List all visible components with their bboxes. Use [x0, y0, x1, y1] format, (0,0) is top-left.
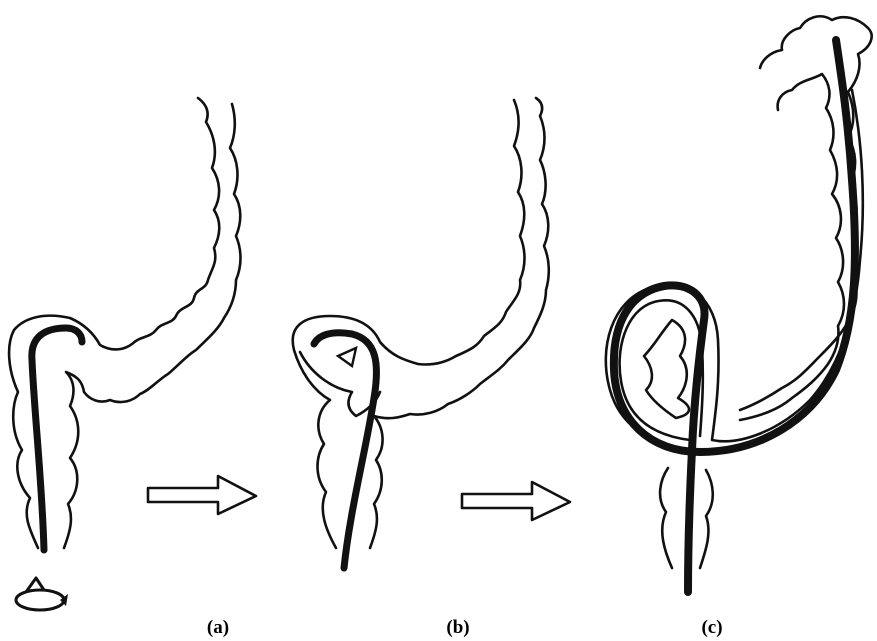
panel-c: [606, 16, 872, 592]
panel-c-label: (c): [701, 617, 722, 638]
progression-arrow-1: [148, 476, 256, 514]
panel-c-rectum-right: [700, 470, 713, 568]
progression-arrow-2: [462, 482, 570, 520]
panel-c-colonoscope: [614, 40, 855, 592]
panel-b-scope-tip: [338, 348, 356, 366]
panel-b-colon-outline: [293, 100, 525, 548]
panel-b-label: (b): [446, 617, 469, 638]
panel-c-colon-outline-inner: [740, 74, 844, 420]
rotation-icon: [16, 578, 68, 610]
panel-a-colonoscope: [32, 328, 82, 550]
panel-b-colonoscope: [314, 333, 376, 568]
panel-c-lumen: [644, 320, 689, 418]
panel-c-rectum-left: [660, 468, 672, 568]
panel-a: [9, 98, 240, 610]
panel-a-label: (a): [207, 617, 229, 638]
